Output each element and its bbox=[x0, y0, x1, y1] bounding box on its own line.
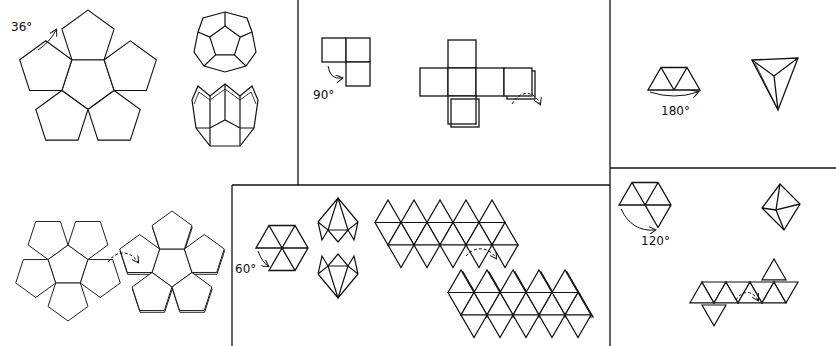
dodecahedron-net bbox=[0, 0, 198, 190]
fold-arrow bbox=[736, 293, 758, 301]
panel-lines bbox=[232, 0, 836, 346]
icosahedron-net bbox=[448, 270, 593, 338]
angle-label: 180° bbox=[660, 104, 691, 118]
tetrahedron-folded bbox=[752, 58, 798, 110]
angle-arc bbox=[621, 209, 655, 230]
dodecahedron-net bbox=[10, 210, 129, 326]
angle-arc bbox=[328, 66, 342, 78]
icosahedron-net bbox=[375, 200, 518, 268]
octahedron-net bbox=[619, 183, 671, 228]
square-net bbox=[322, 38, 370, 86]
angle-arc bbox=[258, 251, 268, 266]
angle-arc bbox=[650, 92, 698, 96]
dodecahedron-folded bbox=[192, 12, 258, 146]
angle-label: 90° bbox=[312, 88, 335, 102]
angle-label: 60° bbox=[234, 262, 257, 276]
angle-label: 120° bbox=[640, 234, 671, 248]
icosahedron-vertex bbox=[256, 226, 308, 271]
angle-label: 36° bbox=[10, 20, 33, 34]
fold-arrow bbox=[512, 94, 540, 105]
octahedron-strip bbox=[690, 259, 798, 326]
icosahedron-caps bbox=[318, 198, 358, 298]
fold-arrow bbox=[108, 253, 138, 262]
cube-net bbox=[420, 40, 535, 127]
tetrahedron-net bbox=[648, 68, 700, 91]
fold-arrow bbox=[466, 249, 496, 258]
dodecahedron-net bbox=[89, 186, 255, 346]
octahedron-folded bbox=[762, 184, 800, 230]
angle-arc bbox=[38, 30, 56, 50]
